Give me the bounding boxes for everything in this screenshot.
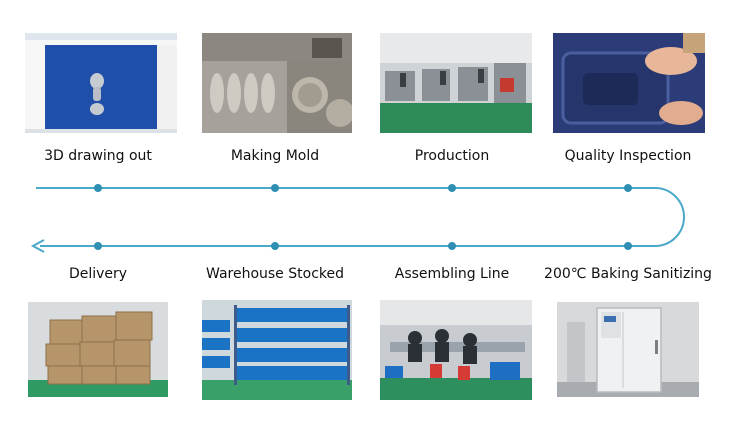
step-label-making-mold: Making Mold <box>230 148 320 164</box>
step-label-baking-sanitizing: 200℃ Baking Sanitizing <box>544 266 712 282</box>
step-label-3d-drawing: 3D drawing out <box>44 148 152 164</box>
flow-node-baking-sanitizing <box>624 242 632 250</box>
flow-node-quality-inspection <box>624 184 632 192</box>
step-label-warehouse-stocked: Warehouse Stocked <box>205 266 345 282</box>
flow-node-3d-drawing <box>94 184 102 192</box>
step-label-quality-inspection: Quality Inspection <box>564 148 692 164</box>
flow-node-assembling-line <box>448 242 456 250</box>
step-label-delivery: Delivery <box>68 266 128 282</box>
flow-node-delivery <box>94 242 102 250</box>
photo-3d-drawing <box>25 33 177 133</box>
flow-node-production <box>448 184 456 192</box>
photo-warehouse-stocked <box>202 300 352 400</box>
photo-assembling-line <box>380 300 532 400</box>
flow-node-making-mold <box>271 184 279 192</box>
flow-path <box>36 187 685 247</box>
photo-delivery <box>28 302 168 397</box>
photo-baking-sanitizing <box>557 302 699 397</box>
photo-quality-inspection <box>553 33 705 133</box>
flow-arrowhead <box>30 239 45 253</box>
step-label-production: Production <box>414 148 490 164</box>
step-label-assembling-line: Assembling Line <box>394 266 510 282</box>
photo-making-mold <box>202 33 352 133</box>
photo-production <box>380 33 532 133</box>
flow-node-warehouse-stocked <box>271 242 279 250</box>
